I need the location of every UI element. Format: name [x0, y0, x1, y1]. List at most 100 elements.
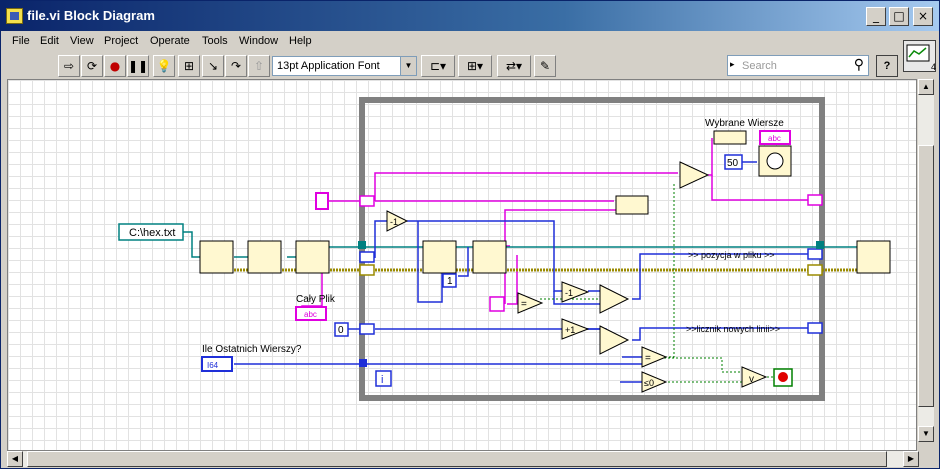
select-node-3	[679, 161, 710, 189]
refnum-tunnel-right	[816, 241, 824, 249]
vi-icon-graphic: 4	[906, 44, 936, 72]
abort-icon[interactable]: ●	[104, 55, 126, 77]
menu-view[interactable]: View	[70, 35, 94, 47]
step-into-icon[interactable]: ↘	[202, 55, 224, 77]
one-constant	[442, 273, 457, 288]
set-file-position-node	[422, 240, 457, 274]
zero-constant-text: 0	[338, 325, 344, 336]
context-help-button[interactable]: ?	[876, 55, 898, 77]
caly-plik-abc: abc	[304, 310, 317, 319]
le-zero-text: ≤0	[644, 378, 654, 388]
string-subset-node	[713, 130, 747, 145]
maximize-button[interactable]: □	[889, 7, 909, 26]
decrement-node-2	[561, 281, 590, 303]
select-node-1	[599, 284, 630, 314]
label-wybrane: Wybrane Wiersze	[705, 118, 784, 129]
decrement-node	[386, 210, 409, 232]
open-file-node	[199, 240, 234, 274]
title-bar[interactable]: file.vi Block Diagram _ □ ×	[1, 1, 939, 31]
menu-window[interactable]: Window	[239, 35, 279, 47]
equal-node-2	[641, 346, 668, 368]
reorder-icon[interactable]: ⇄▾	[497, 55, 531, 77]
string-tunnel-left	[359, 195, 375, 207]
vertical-scroll-thumb[interactable]	[918, 145, 934, 407]
decrement-text: -1	[390, 217, 398, 227]
search-placeholder: Search	[742, 60, 777, 72]
empty-string-constant	[315, 192, 329, 210]
menu-project[interactable]: Project	[104, 35, 139, 47]
or-node	[741, 366, 768, 388]
wybrane-indicator	[759, 130, 791, 145]
search-box[interactable]: ▸ Search ⚲	[727, 55, 869, 76]
error-tunnel-right	[807, 264, 823, 276]
step-out-icon[interactable]: ⇧	[248, 55, 270, 77]
search-dropdown-icon[interactable]: ▸	[730, 59, 735, 69]
ile-control	[201, 356, 233, 372]
run-continuously-icon[interactable]: ⟳	[81, 55, 103, 77]
vi-connector-icon[interactable]: 4	[903, 40, 936, 72]
search-icon[interactable]: ⚲	[853, 56, 864, 72]
boolean-wires	[540, 184, 774, 383]
counter-tunnel-right	[807, 322, 823, 334]
horizontal-scrollbar[interactable]: ◀ ▶	[7, 451, 919, 467]
font-selector[interactable]: 13pt Application Font ▼	[272, 56, 417, 76]
increment-text: +1	[565, 325, 575, 335]
scroll-left-icon[interactable]: ◀	[7, 451, 23, 467]
step-over-icon[interactable]: ↷	[225, 55, 247, 77]
chevron-down-icon: ▼	[400, 57, 416, 75]
numeric-tunnel-left	[359, 251, 375, 263]
run-arrow-icon[interactable]: ⇨	[58, 55, 80, 77]
select-node-2	[599, 325, 630, 355]
path-constant	[118, 223, 184, 241]
close-button[interactable]: ×	[913, 7, 933, 26]
cleanup-diagram-icon[interactable]: ✎	[534, 55, 556, 77]
string-wires	[301, 138, 808, 314]
equal-text: =	[521, 299, 527, 310]
decrement-text-2: -1	[565, 288, 573, 298]
close-file-node	[856, 240, 891, 274]
pause-icon[interactable]: ❚❚	[127, 55, 149, 77]
retain-wire-values-icon[interactable]: ⊞	[178, 55, 200, 77]
clock-icon	[766, 152, 784, 170]
scroll-down-icon[interactable]: ▼	[918, 426, 934, 442]
scroll-up-icon[interactable]: ▲	[918, 79, 934, 95]
string-tunnel-right	[807, 194, 823, 206]
scroll-right-icon[interactable]: ▶	[903, 451, 919, 467]
highlight-execution-icon[interactable]: 💡	[153, 55, 175, 77]
minimize-button[interactable]: _	[866, 7, 886, 26]
read-text-node	[247, 240, 282, 274]
le-zero-node	[641, 371, 668, 393]
zero-constant	[334, 322, 349, 337]
equal-node	[517, 292, 544, 314]
read-text-loop-node	[472, 240, 507, 274]
i64-tunnel	[359, 359, 367, 367]
newline-constant	[489, 296, 505, 312]
ile-i64: I64	[207, 361, 219, 370]
toolbar: ⇨ ⟳ ● ❚❚ 💡 ⊞ ↘ ↷ ⇧ 13pt Application Font…	[1, 53, 901, 79]
menu-help[interactable]: Help	[289, 35, 312, 47]
menu-operate[interactable]: Operate	[150, 35, 190, 47]
terminal-count: 4	[931, 62, 936, 72]
tunnel-label-licznik: >>licznik nowych linii>>	[686, 324, 780, 334]
vertical-scrollbar[interactable]: ▲ ▼	[918, 79, 934, 442]
concat-strings-node	[615, 195, 649, 215]
horizontal-scroll-thumb[interactable]	[27, 451, 887, 467]
loop-iteration-terminal	[375, 370, 392, 387]
distribute-objects-icon[interactable]: ⊞▾	[458, 55, 492, 77]
stop-icon	[778, 372, 788, 382]
label-caly-plik: Cały Plik	[296, 294, 336, 305]
one-constant-text: 1	[447, 276, 453, 287]
menu-edit[interactable]: Edit	[40, 35, 59, 47]
block-diagram-canvas[interactable]: C:\hex.txt 0 1	[7, 79, 917, 451]
equal-text-2: =	[645, 353, 651, 364]
increment-node	[561, 318, 590, 340]
label-ile: Ile Ostatnich Wierszy?	[202, 344, 302, 355]
error-tunnel-left	[359, 264, 375, 276]
caly-plik-indicator	[295, 306, 327, 321]
path-constant-text: C:\hex.txt	[129, 227, 175, 239]
align-objects-icon[interactable]: ⊏▾	[421, 55, 455, 77]
menu-file[interactable]: File	[12, 35, 30, 47]
menu-tools[interactable]: Tools	[202, 35, 228, 47]
font-selector-label: 13pt Application Font	[277, 60, 380, 72]
counter-tunnel-left	[359, 323, 375, 335]
